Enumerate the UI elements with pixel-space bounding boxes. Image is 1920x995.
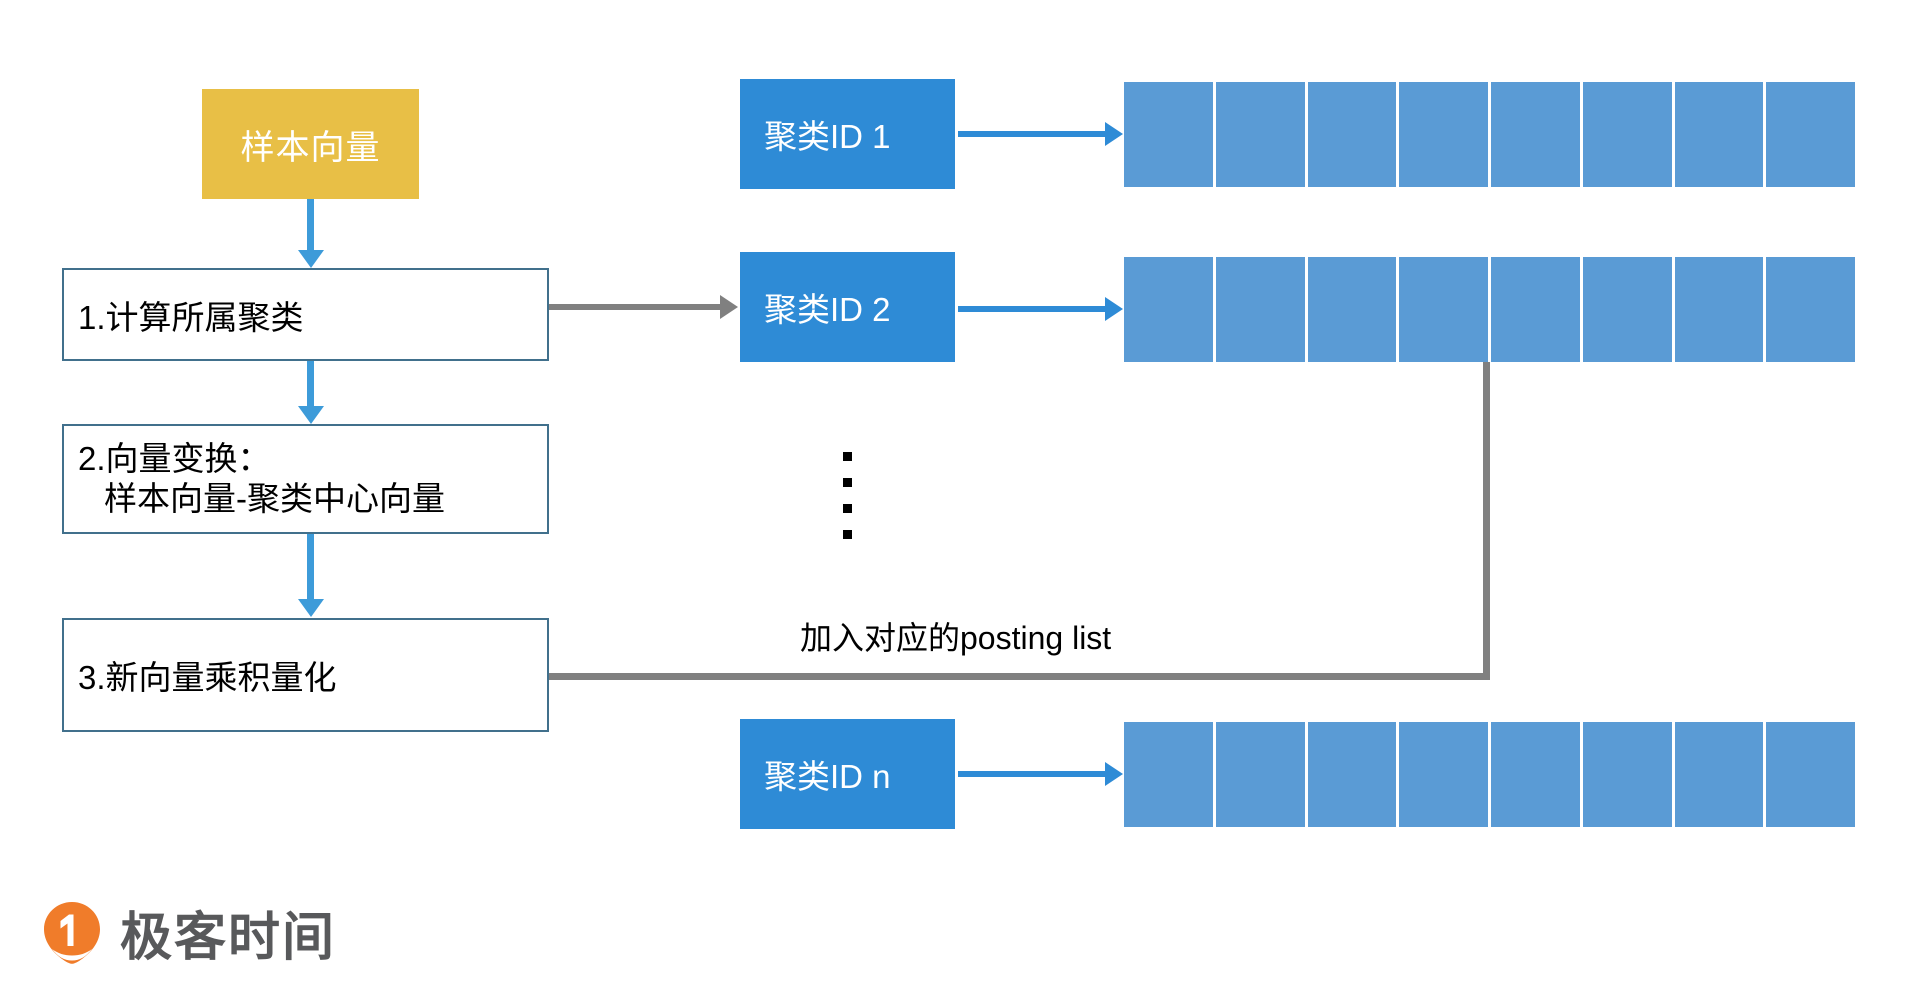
posting-cell xyxy=(1124,82,1216,187)
brand-logo-text: 极客时间 xyxy=(120,908,337,968)
posting-list-label: 加入对应的posting list xyxy=(800,620,1112,656)
posting-cell xyxy=(1307,722,1400,827)
step-2-line-1: 2.向量变换： xyxy=(78,439,271,477)
step-2-box: 2.向量变换： 样本向量-聚类中心向量 xyxy=(62,424,549,534)
posting-cell xyxy=(1491,722,1583,827)
posting-cell xyxy=(1215,257,1308,362)
step-2-text: 2.向量变换： 样本向量-聚类中心向量 xyxy=(78,439,445,520)
ellipsis-dot xyxy=(843,530,852,539)
cluster-id-n-box: 聚类ID n xyxy=(740,719,955,829)
posting-cell xyxy=(1215,82,1308,187)
arrow-step1-to-step2 xyxy=(307,361,314,407)
posting-cell xyxy=(1399,82,1491,187)
arrow-cluster1-to-posting xyxy=(958,131,1106,137)
arrow-sample-to-step1 xyxy=(307,199,314,251)
posting-cell xyxy=(1766,82,1855,187)
posting-list-row-2 xyxy=(1124,257,1855,362)
posting-cell xyxy=(1307,82,1400,187)
posting-cell xyxy=(1491,82,1583,187)
cluster-id-1-box: 聚类ID 1 xyxy=(740,79,955,189)
arrow-step2-to-step3 xyxy=(307,534,314,600)
posting-cell xyxy=(1124,722,1216,827)
brand-logo: 极客时间 xyxy=(42,895,336,970)
posting-cell xyxy=(1307,257,1400,362)
posting-cell xyxy=(1399,722,1491,827)
posting-cell xyxy=(1674,722,1767,827)
posting-cell xyxy=(1674,257,1767,362)
posting-cell xyxy=(1399,257,1491,362)
arrow-cluster2-to-posting xyxy=(958,306,1106,312)
arrow-step3-to-posting-row-2 xyxy=(1483,359,1490,680)
step-2-line-2: 样本向量-聚类中心向量 xyxy=(104,480,445,517)
posting-cell xyxy=(1491,257,1583,362)
step-3-box: 3.新向量乘积量化 xyxy=(62,618,549,732)
geekbang-pin-icon xyxy=(42,901,102,965)
step-1-box: 1.计算所属聚类 xyxy=(62,268,549,361)
posting-cell xyxy=(1215,722,1308,827)
arrow-step3-horizontal-segment xyxy=(549,673,1489,680)
posting-list-row-1 xyxy=(1124,82,1855,187)
posting-list-row-n xyxy=(1124,722,1855,827)
sample-vector-box: 样本向量 xyxy=(202,89,419,199)
ellipsis-dot xyxy=(843,452,852,461)
ellipsis-dot xyxy=(843,504,852,513)
posting-cell xyxy=(1582,257,1675,362)
posting-cell xyxy=(1124,257,1216,362)
ellipsis-dot xyxy=(843,478,852,487)
arrow-step1-to-cluster2 xyxy=(549,304,721,310)
posting-cell xyxy=(1582,722,1675,827)
posting-cell xyxy=(1766,722,1855,827)
arrow-clustern-to-posting xyxy=(958,771,1106,777)
posting-cell xyxy=(1674,82,1767,187)
cluster-id-2-box: 聚类ID 2 xyxy=(740,252,955,362)
vertical-ellipsis-icon xyxy=(843,452,852,539)
posting-cell xyxy=(1582,82,1675,187)
posting-cell xyxy=(1766,257,1855,362)
